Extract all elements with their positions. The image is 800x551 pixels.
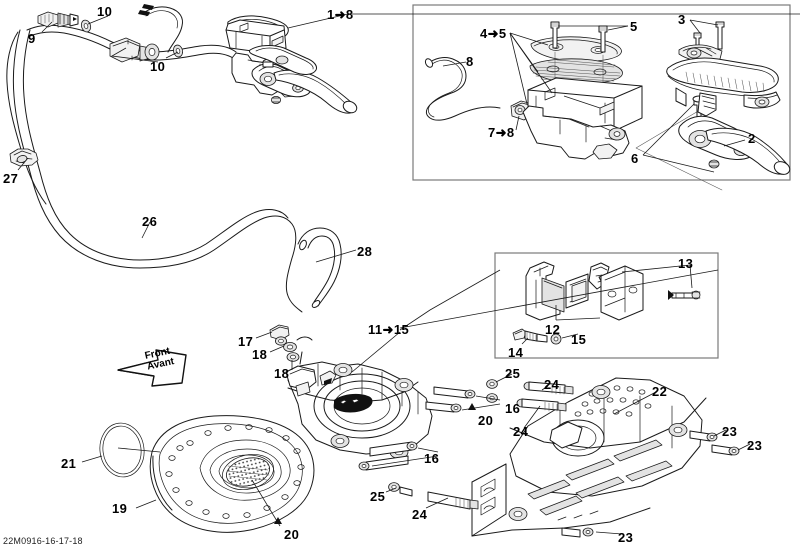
callout-c6: 6 [631, 151, 639, 166]
callout-c8: 8 [466, 54, 474, 69]
callout-c1_8: 1➜8 [327, 7, 354, 22]
callout-c12: 12 [545, 322, 561, 337]
callout-c23b: 23 [747, 438, 763, 453]
front-direction-arrow [112, 346, 190, 390]
callout-c20b: 20 [284, 527, 300, 542]
inset2-leader-lines [521, 264, 693, 345]
inset-box-brake-pads [494, 252, 719, 359]
callout-c11_15: 11➜15 [368, 322, 410, 337]
callout-c15: 15 [571, 332, 587, 347]
callout-c22: 22 [652, 384, 668, 399]
caliper-mounting-bracket [471, 377, 707, 537]
callout-c25b: 25 [370, 489, 386, 504]
callout-c28: 28 [357, 244, 373, 259]
callout-c20a: 20 [478, 413, 494, 428]
hose-end-fittings-17-18 [269, 324, 313, 362]
master-cylinder-body [522, 105, 630, 160]
pad-backing-plate [600, 265, 644, 321]
brake-lever-assembly [635, 95, 791, 191]
callout-c23a: 23 [722, 424, 738, 439]
pad-spring-clip [588, 262, 610, 290]
callout-c23c: 23 [618, 530, 634, 545]
callout-c21: 21 [61, 456, 77, 471]
callout-c17: 17 [238, 334, 254, 349]
callout-c24b: 24 [513, 424, 529, 439]
brake-pad-right [565, 273, 589, 309]
callout-c3: 3 [678, 12, 686, 27]
inset1-leader-lines [442, 19, 746, 173]
callout-c7_8: 7➜8 [488, 125, 515, 140]
callout-c24a: 24 [544, 377, 560, 392]
inset-box-master-cylinder [412, 4, 791, 191]
callout-c9: 9 [28, 31, 36, 46]
sealing-washer-10-upper [80, 19, 92, 33]
callout-c10a: 10 [97, 4, 113, 19]
callout-c25a: 25 [505, 366, 521, 381]
hose-fitting-9 [37, 11, 79, 28]
callout-c2: 2 [748, 131, 756, 146]
callout-c18a: 18 [252, 347, 268, 362]
hose-coupling-mid [109, 37, 160, 63]
callout-c19: 19 [112, 501, 128, 516]
callout-c4_5: 4➜5 [480, 26, 507, 41]
diagram-footer-code: 22M0916-16-17-18 [3, 536, 83, 546]
brake-disc [149, 415, 315, 533]
callout-c13: 13 [678, 256, 694, 271]
callout-c10b: 10 [150, 59, 166, 74]
callout-c27: 27 [3, 171, 19, 186]
callout-c16a: 16 [505, 401, 521, 416]
main-leader-lines [17, 13, 800, 535]
callout-c24c: 24 [412, 507, 428, 522]
callout-c5: 5 [630, 19, 638, 34]
callout-c14: 14 [508, 345, 524, 360]
pad-retaining-pin [668, 290, 701, 300]
main-brake-hose-assembly [6, 4, 358, 313]
hose-section-28 [297, 227, 342, 308]
brake-pad-left [525, 261, 565, 321]
reservoir-cap [530, 36, 622, 62]
callout-c18b: 18 [274, 366, 290, 381]
callout-c16b: 16 [424, 451, 440, 466]
caliper-fasteners [358, 379, 740, 538]
callout-c26: 26 [142, 214, 158, 229]
hose-clip-27 [9, 148, 39, 167]
reservoir-screws [550, 21, 608, 96]
brake-switch-assembly [666, 21, 781, 117]
o-ring-seal-21 [99, 422, 145, 478]
master-cylinder-main [225, 15, 358, 114]
sealing-washer-10-lower [172, 44, 184, 58]
